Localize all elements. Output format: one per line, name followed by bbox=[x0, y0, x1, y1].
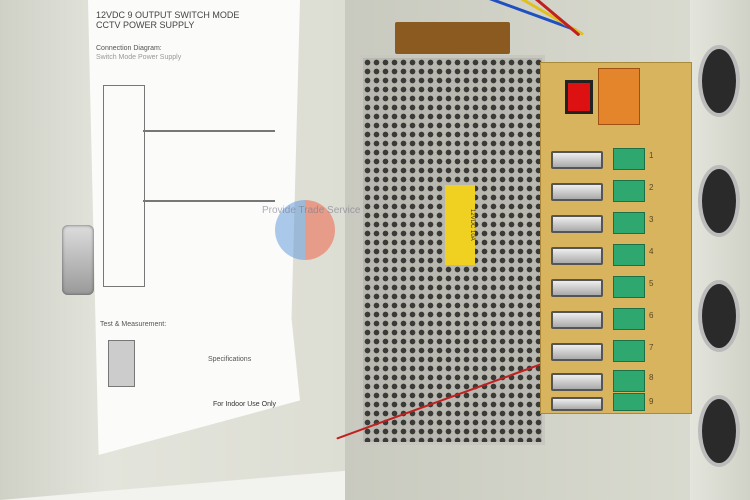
output-number: 5 bbox=[649, 279, 654, 288]
output-number: 2 bbox=[649, 183, 654, 192]
knockout-hole bbox=[698, 45, 740, 117]
output-terminal bbox=[613, 180, 645, 202]
output-terminal bbox=[613, 148, 645, 170]
output-terminal bbox=[613, 370, 645, 392]
output-number: 8 bbox=[649, 373, 654, 382]
psu-terminal-block bbox=[395, 22, 510, 54]
cabinet-side-wall bbox=[690, 0, 750, 500]
fuse bbox=[551, 183, 603, 201]
fuse bbox=[551, 343, 603, 361]
specifications-heading: Specifications bbox=[208, 356, 252, 363]
test-measurement-heading: Test & Measurement: bbox=[100, 321, 167, 328]
switch-mode-text: Switch Mode Power Supply bbox=[96, 54, 182, 61]
output-number: 1 bbox=[649, 151, 654, 160]
output-number: 6 bbox=[649, 311, 654, 320]
output-terminal bbox=[613, 393, 645, 411]
fuse-board: 1 2 3 4 5 6 7 8 9 bbox=[540, 62, 692, 414]
label-title-1: 12VDC 9 OUTPUT SWITCH MODE bbox=[96, 10, 240, 20]
fuse bbox=[551, 151, 603, 169]
output-terminal bbox=[613, 244, 645, 266]
output-number: 9 bbox=[649, 397, 654, 406]
indoor-notice: For Indoor Use Only bbox=[213, 401, 277, 408]
output-terminal bbox=[613, 308, 645, 330]
input-terminal-cover bbox=[598, 68, 640, 125]
diagram-line bbox=[143, 130, 275, 132]
knockout-hole bbox=[698, 165, 740, 237]
output-number: 4 bbox=[649, 247, 654, 256]
watermark-logo bbox=[275, 200, 335, 260]
instruction-label: 12VDC 9 OUTPUT SWITCH MODE CCTV POWER SU… bbox=[88, 0, 300, 455]
power-switch[interactable] bbox=[565, 80, 593, 114]
knockout-hole bbox=[698, 280, 740, 352]
diagram-line bbox=[143, 200, 275, 202]
label-title-2: CCTV POWER SUPPLY bbox=[96, 20, 195, 30]
output-number: 3 bbox=[649, 215, 654, 224]
output-terminal bbox=[613, 276, 645, 298]
psu-sticker: 12VDC 10A bbox=[445, 185, 475, 265]
fuse bbox=[551, 279, 603, 297]
fuse bbox=[551, 311, 603, 329]
door-lock[interactable] bbox=[62, 225, 94, 295]
fuse bbox=[551, 247, 603, 265]
output-terminal bbox=[613, 212, 645, 234]
knockout-hole bbox=[698, 395, 740, 467]
connection-diagram-heading: Connection Diagram: bbox=[96, 45, 162, 52]
diagram-box bbox=[103, 85, 145, 287]
fuse bbox=[551, 215, 603, 233]
fuse bbox=[551, 373, 603, 391]
fuse bbox=[551, 397, 603, 411]
multimeter-figure bbox=[108, 340, 135, 387]
output-number: 7 bbox=[649, 343, 654, 352]
output-terminal bbox=[613, 340, 645, 362]
watermark-text: Provide Trade Service bbox=[262, 205, 361, 216]
